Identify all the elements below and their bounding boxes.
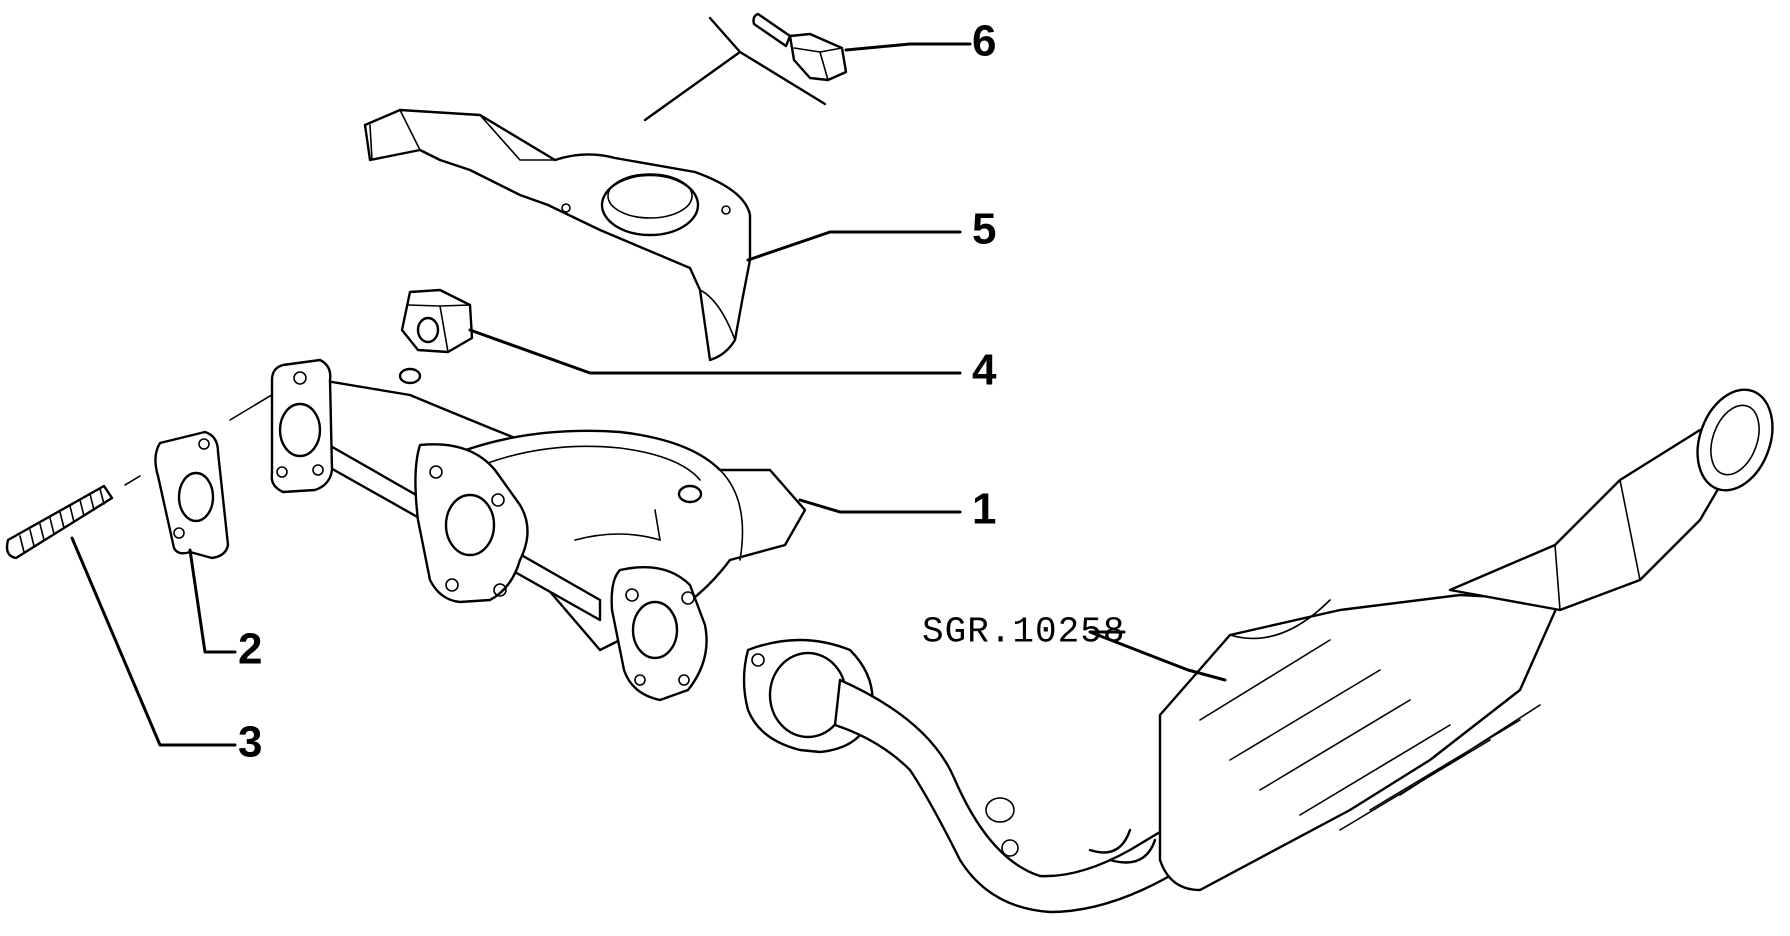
callout-6: 6: [972, 17, 996, 66]
catalytic-converter-part: [742, 388, 1774, 914]
orientation-marker: [643, 16, 827, 122]
callout-labels: 6 5 4 1 2 3 SGR.10258: [238, 17, 1125, 767]
callout-3: 3: [238, 718, 262, 767]
callout-5: 5: [972, 205, 996, 254]
callout-1: 1: [972, 485, 996, 534]
nut-part: [400, 288, 474, 354]
exhaust-manifold-part: [270, 358, 807, 702]
leader-lines: [70, 42, 1227, 747]
bolt-part: [752, 12, 848, 82]
callout-2: 2: [238, 625, 262, 674]
stud-part: [5, 484, 114, 560]
reference-code: SGR.10258: [922, 612, 1125, 653]
heat-shield-part: [363, 108, 752, 362]
callout-4: 4: [972, 346, 997, 395]
